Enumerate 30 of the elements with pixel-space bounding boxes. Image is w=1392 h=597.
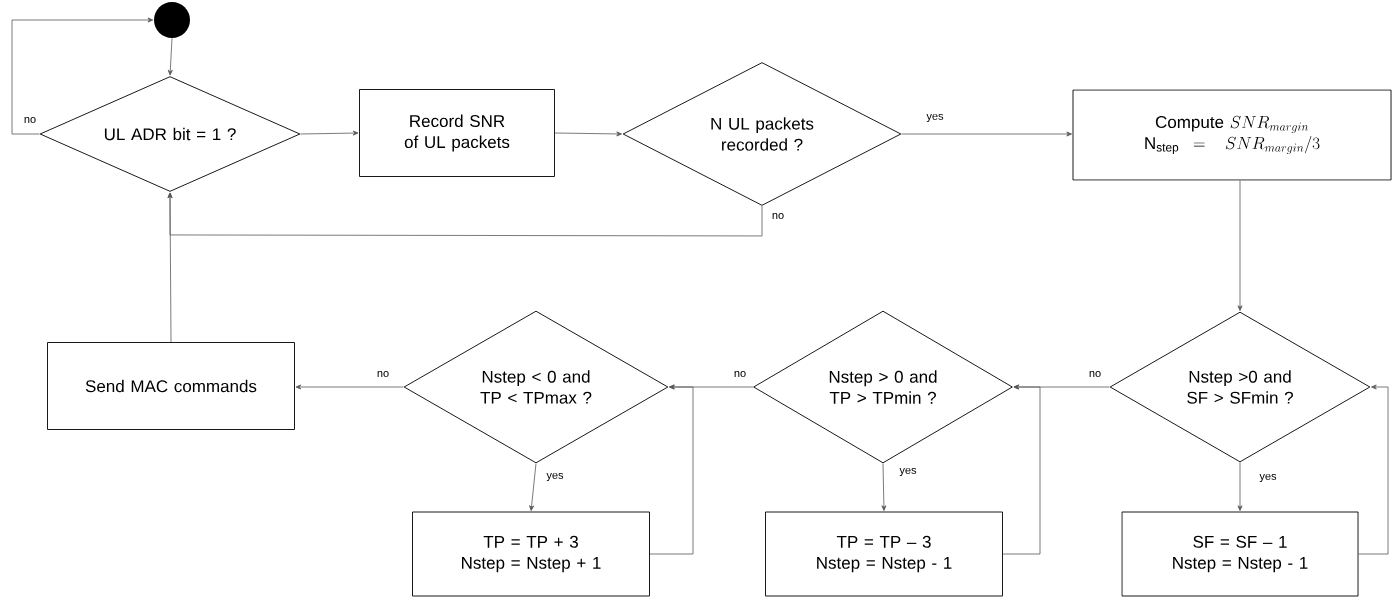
- arrow: [529, 463, 537, 511]
- process-box: TP = TP – 3 Nstep = Nstep - 1: [765, 511, 1003, 597]
- arrow: [167, 37, 173, 76]
- edge-label: yes: [546, 472, 564, 482]
- edge-label: yes: [926, 113, 944, 123]
- edge-label: no: [1089, 371, 1101, 377]
- process-box: Send MAC commands: [47, 342, 295, 430]
- arrow: [11, 17, 154, 135]
- edge-label: no: [377, 371, 389, 377]
- arrow: [300, 130, 359, 136]
- process-box: Record SNR of UL packets: [359, 89, 555, 177]
- arrow: [1002, 384, 1041, 555]
- process-box: TP = TP + 3 Nstep = Nstep + 1: [412, 511, 650, 597]
- edge-label: no: [24, 117, 36, 123]
- arrow: [881, 463, 887, 511]
- arrow: [1237, 180, 1243, 311]
- arrow: [295, 384, 404, 390]
- process-box: $\text{Compute } SNR_{margin}$ $\mathrm{N_{step}} = \ SNR_{margin}/3$: [1072, 89, 1392, 181]
- start-node: [154, 2, 190, 38]
- arrow: [167, 192, 173, 343]
- process-box: SF = SF – 1 Nstep = Nstep - 1: [1121, 511, 1359, 597]
- edge-label: yes: [899, 467, 917, 477]
- arrow: [901, 131, 1072, 137]
- arrow: [1358, 384, 1389, 555]
- arrow: [1237, 462, 1243, 511]
- edge-label: yes: [1259, 473, 1277, 483]
- edge-label: no: [772, 213, 784, 219]
- edge-label: no: [734, 371, 746, 377]
- arrow: [649, 384, 694, 555]
- arrow: [554, 131, 622, 137]
